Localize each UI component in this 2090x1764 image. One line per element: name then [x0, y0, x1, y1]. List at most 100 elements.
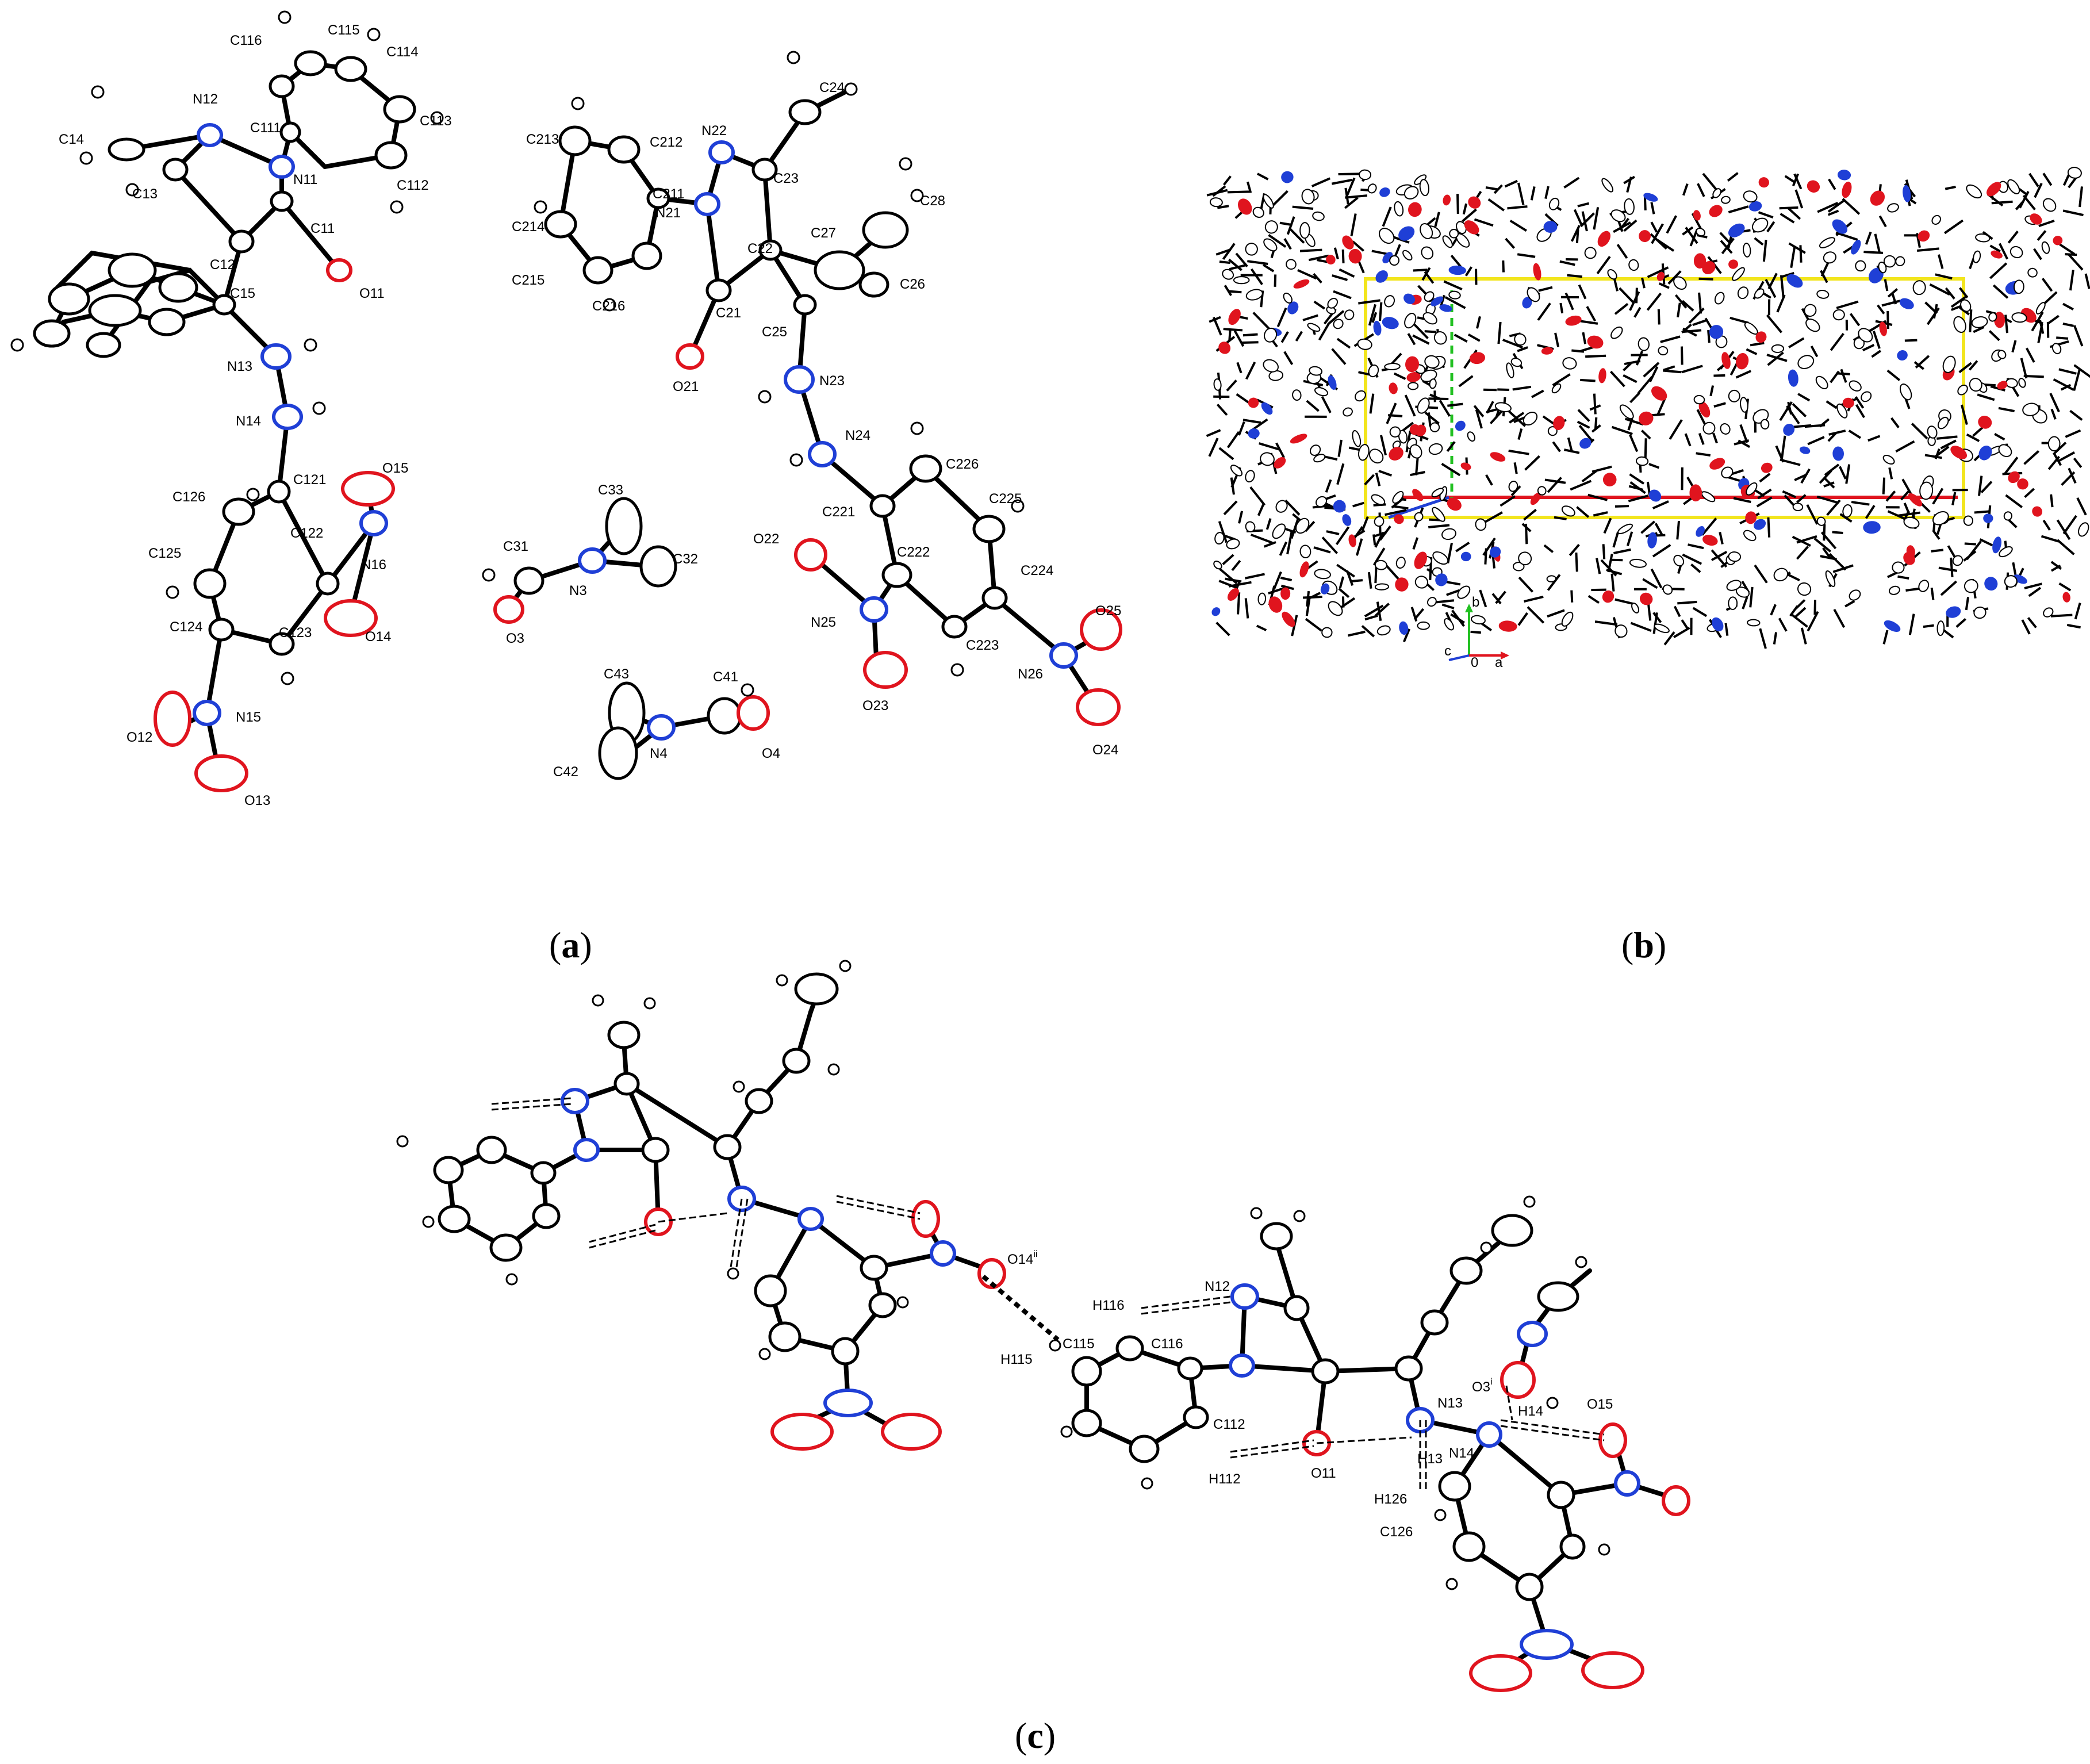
atom-label: C24 [819, 80, 845, 95]
atom-label: C111 [250, 120, 281, 136]
atom-label: C115 [1063, 1336, 1095, 1352]
atom-label: C112 [397, 178, 429, 193]
atom-label: O22 [753, 531, 779, 547]
atom-label: C113 [420, 113, 452, 129]
atom-label: C122 [290, 526, 323, 541]
hydrogen-atoms-c [396, 960, 1610, 1590]
atom-label: C13 [132, 186, 158, 202]
atom-label: C211 [653, 186, 685, 202]
right-molecule-atoms [1071, 1214, 1690, 1692]
atom-label: N11 [293, 172, 317, 187]
atom-label: C43 [604, 666, 629, 682]
atom-labels-c: O14ii N12 H116 C116 H115 C115 C112 H112 … [1000, 1249, 1613, 1540]
atom-label: N26 [1018, 666, 1043, 682]
atom-label: O13 [244, 793, 270, 808]
atom-label: C41 [713, 669, 738, 685]
atom-label: C23 [773, 171, 799, 186]
atom-label: C116 [1151, 1336, 1183, 1352]
atom-label: H126 [1374, 1491, 1407, 1507]
atom-label: C112 [1213, 1417, 1245, 1432]
atom-label: C224 [1021, 563, 1053, 578]
atom-label: C215 [512, 273, 544, 288]
panel-b-packing: b c 0 a (b) [1206, 167, 2090, 965]
atom-label: O23 [862, 698, 888, 714]
atom-label: H13 [1417, 1451, 1443, 1467]
atom-label: O21 [673, 379, 699, 394]
atom-label: O15 [1587, 1397, 1613, 1412]
atom-label: N3 [569, 583, 587, 599]
packing-molecules [1206, 167, 2090, 649]
atom-label: C212 [650, 135, 682, 150]
atom-label: C14 [59, 132, 84, 147]
atom-label-O14: O14ii [1007, 1249, 1037, 1267]
atom-label: N13 [1437, 1395, 1463, 1411]
atom-label: C124 [170, 619, 202, 635]
atom-label: O24 [1092, 742, 1118, 758]
atom-label: C116 [230, 33, 262, 48]
atom-label: N14 [1449, 1445, 1474, 1461]
atom-label: N23 [819, 373, 845, 389]
atom-label: C123 [279, 625, 312, 641]
atom-label: C28 [920, 193, 945, 209]
atom-label: H112 [1209, 1471, 1241, 1487]
intermolecular-hbond [981, 1274, 1060, 1342]
axis-label-a: a [1495, 655, 1503, 670]
atom-label: O14 [365, 629, 391, 645]
panel-a-ortep: C116 C115 C114 N12 C111 C113 C14 N11 C13… [10, 10, 1122, 965]
atom-label: N14 [236, 413, 261, 429]
panel-a-label: (a) [549, 925, 592, 965]
atom-label: C126 [1380, 1524, 1413, 1540]
panel-c-label: (c) [1015, 1715, 1056, 1756]
unit-cell-axis-c [1388, 496, 1449, 519]
atom-label: C27 [811, 225, 836, 241]
atom-label: C214 [512, 219, 544, 235]
atom-label: C11 [310, 221, 335, 236]
axis-triad: b c 0 a [1444, 595, 1509, 670]
panel-b-label: (b) [1621, 925, 1666, 965]
atom-label: C223 [966, 638, 999, 653]
atom-label: O11 [1311, 1466, 1336, 1481]
axis-a-arrowhead [1501, 651, 1509, 659]
atom-label: C121 [293, 472, 326, 488]
left-hbonds [491, 1097, 921, 1271]
atom-label: C12 [210, 257, 235, 273]
axis-label-c: c [1444, 643, 1451, 659]
atom-label: C226 [946, 457, 979, 472]
atom-label: N15 [236, 710, 261, 725]
atom-label: C15 [230, 286, 255, 301]
atom-label: C26 [900, 277, 925, 292]
molecule-1-bonds [49, 61, 402, 773]
atom-label: C213 [526, 132, 559, 147]
axis-c-arrow [1448, 654, 1470, 661]
molecule-1-atoms [33, 50, 416, 792]
atom-label: C32 [673, 551, 698, 567]
atom-label: H115 [1000, 1352, 1033, 1367]
atom-label: C21 [716, 305, 741, 321]
atom-label: C126 [172, 489, 205, 505]
molecule-2-bonds [558, 87, 1106, 707]
left-molecule-atoms [433, 972, 1006, 1451]
atom-label: O12 [126, 730, 152, 745]
atom-label: O3 [506, 631, 524, 646]
atom-label: C216 [592, 298, 625, 314]
atom-label-O3: O3i [1472, 1377, 1493, 1395]
right-molecule-bonds [1084, 1234, 1675, 1673]
atom-label: N21 [655, 205, 681, 221]
atom-label: N12 [193, 91, 218, 107]
axis-label-origin: 0 [1471, 655, 1478, 670]
hydrogen-atoms-a [10, 10, 1025, 697]
atom-label: O11 [359, 286, 385, 301]
atom-label: N22 [701, 123, 727, 139]
axis-b-arrowhead [1465, 604, 1473, 612]
atom-label: N16 [361, 557, 386, 573]
molecule-2-atoms [544, 99, 1122, 726]
atom-label: N13 [227, 359, 252, 374]
atom-label: N24 [845, 428, 870, 443]
atom-label: N4 [650, 746, 668, 761]
atom-label: C31 [503, 539, 528, 554]
atom-label: O15 [382, 461, 408, 476]
atom-label: C22 [747, 241, 773, 256]
left-molecule-bonds [446, 978, 994, 1434]
